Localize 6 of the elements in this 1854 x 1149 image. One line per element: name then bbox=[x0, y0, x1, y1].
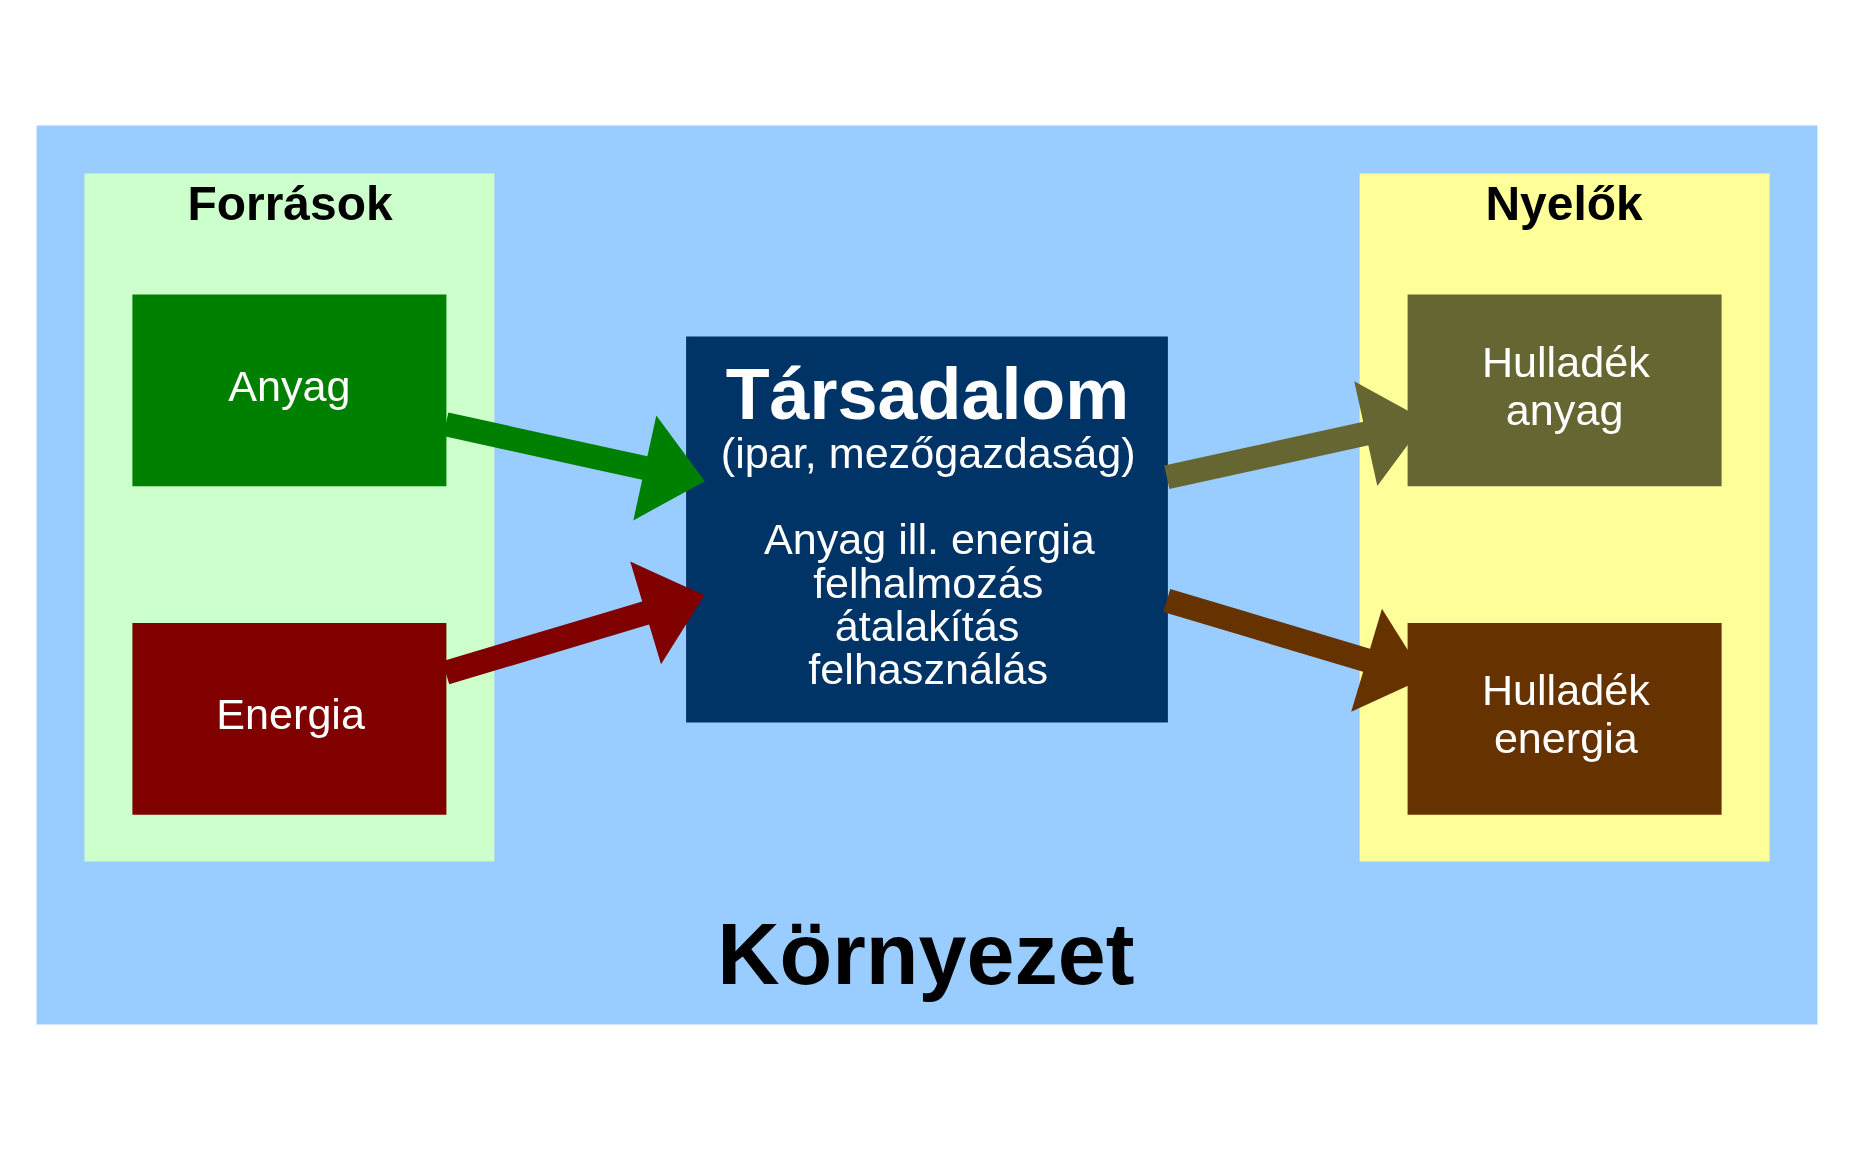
arrow bbox=[443, 412, 705, 520]
node-box: Anyag bbox=[132, 294, 447, 486]
node-box: Társadalom (ipar, mezőgazdaság) Anyag ill. energia felhalmozás átalakítás felhasználás bbox=[686, 336, 1168, 722]
node-box: Energia bbox=[132, 622, 447, 815]
node-box: Hulladék energia bbox=[1407, 622, 1722, 815]
node-box: Hulladék anyag bbox=[1407, 294, 1722, 486]
